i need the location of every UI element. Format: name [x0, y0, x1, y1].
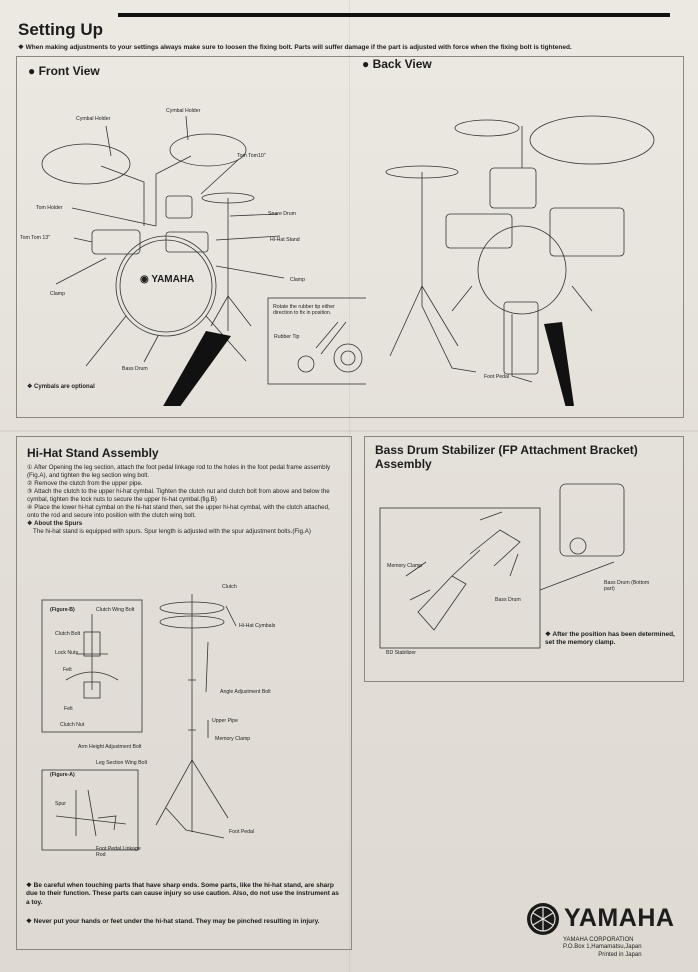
- label-foot-pedal-linkage-rod: Foot Pedal Linkage Rod: [96, 846, 141, 859]
- label-angle-adjustment-bolt: Angle Adjustment Bolt: [220, 689, 271, 695]
- back-tom-right: [549, 207, 625, 257]
- label-bass-drum-bottom: Bass Drum (Bottom part): [604, 580, 650, 593]
- spurs-heading: ❖ About the Spurs: [27, 520, 83, 527]
- label-memory-clamp-bass: Memory Clamp: [387, 563, 423, 569]
- label-bd-stabilizer: BD Stabilizer: [386, 650, 416, 656]
- cymbal-right: [169, 133, 247, 167]
- label-hihat-stand: Hi-Hat Stand: [270, 237, 300, 243]
- bass-drum-bottom: [559, 483, 625, 557]
- front-view-heading: ● Front View: [28, 64, 100, 78]
- stabilizer-inset-box: [379, 507, 541, 649]
- warning-text: When making adjustments to your settings…: [25, 44, 572, 51]
- back-cymbal-small: [454, 119, 520, 137]
- back-view-heading: ● Back View: [362, 57, 432, 71]
- drum-head-logo: ◉ YAMAHA: [140, 274, 195, 285]
- label-hihat-cymbals: Hi-Hat Cymbals: [239, 623, 276, 629]
- front-back-view-panel: [16, 56, 684, 418]
- label-snare-drum: Snare Drum: [268, 211, 296, 217]
- yamaha-wordmark: YAMAHA: [564, 904, 675, 932]
- hihat-heading: Hi-Hat Stand Assembly: [27, 446, 159, 460]
- label-clutch-bolt: Clutch Bolt: [55, 631, 81, 637]
- bass-stabilizer-panel: [364, 436, 684, 682]
- label-foot-pedal-back: Foot Pedal: [484, 374, 510, 380]
- label-bass-drum: Bass Drum: [122, 366, 148, 372]
- rubber-tip-inset: [267, 297, 366, 385]
- figure-a-title: (Figure-A): [50, 772, 75, 778]
- label-cymbal-holder-right: Cymbal Holder: [166, 108, 201, 114]
- label-felt-top: Felt: [63, 667, 72, 673]
- tom-13: [91, 229, 141, 255]
- back-bass-drum: [477, 225, 567, 315]
- label-spur: Spur: [55, 801, 66, 807]
- bass-drum-shell: [115, 235, 217, 337]
- printed-in: Printed in Japan: [598, 951, 642, 958]
- label-foot-pedal-hihat: Foot Pedal: [229, 829, 255, 835]
- label-clamp-right: Clamp: [290, 277, 305, 283]
- back-view-drawing: [385, 115, 655, 406]
- label-clamp-left: Clamp: [50, 291, 65, 297]
- page-title: Setting Up: [18, 20, 103, 39]
- adjustment-warning: ❖ When making adjustments to your settin…: [18, 44, 572, 51]
- label-bass-drum-stabilizer: Bass Drum: [495, 597, 521, 603]
- label-cymbal-holder-left: Cymbal Holder: [76, 116, 111, 122]
- label-clutch-nut: Clutch Nut: [60, 722, 85, 728]
- front-view-drawing: [41, 115, 366, 406]
- spurs-text: The hi-hat stand is equipped with spurs.…: [33, 528, 311, 535]
- label-leg-section-wing-bolt: Leg Section Wing Bolt: [96, 760, 148, 766]
- tom-10: [165, 195, 193, 219]
- rubber-tip-note: Rotate the rubber tip either direction t…: [273, 304, 335, 317]
- label-upper-pipe: Upper Pipe: [212, 718, 238, 724]
- figure-b-box: [41, 599, 143, 733]
- cymbals-optional-note: ❖ Cymbals are optional: [27, 384, 95, 390]
- hihat-stand-drawing: [41, 594, 237, 851]
- label-memory-clamp-hihat: Memory Clamp: [215, 736, 251, 742]
- title-rule: [118, 13, 670, 17]
- label-rubber-tip: Rubber Tip: [274, 334, 300, 340]
- label-arm-height: Arm Height Adjustment Bolt: [78, 744, 142, 750]
- back-tom-left: [445, 213, 513, 249]
- corporate-address: YAMAHA CORPORATION P.O.Box 1,Hamamatsu,J…: [563, 937, 642, 959]
- hihat-step-3: ③ Attach the clutch to the upper hi-hat …: [27, 488, 330, 503]
- figure-a-box: [41, 769, 139, 851]
- figure-b-title: (Figure-B): [50, 607, 75, 613]
- pointer-wedge-right: [544, 322, 574, 406]
- corp-address: P.O.Box 1,Hamamatsu,Japan: [563, 944, 642, 951]
- yamaha-tuning-fork-icon: [527, 903, 559, 935]
- fold-crease-vertical: [349, 0, 350, 972]
- memory-clamp-note: ❖ After the position has been determined…: [545, 631, 675, 647]
- pointer-wedge-left: [163, 331, 231, 406]
- snare-drum: [165, 231, 209, 253]
- label-clutch: Clutch: [222, 584, 237, 590]
- hihat-step-2: ② Remove the clutch from the upper pipe.: [27, 480, 143, 487]
- caution-sharp-parts: ❖ Be careful when touching parts that ha…: [26, 882, 339, 906]
- label-lock-nuts: Lock Nuts: [55, 650, 79, 656]
- back-foot-pedal: [503, 301, 539, 375]
- label-tom-holder: Tom Holder: [36, 205, 63, 211]
- hihat-step-1: ① After Opening the leg section, attach …: [27, 464, 331, 479]
- back-cymbal-large: [529, 115, 655, 165]
- fold-crease-horizontal: [0, 430, 698, 432]
- label-tom-tom-13: Tom Tom 13": [20, 235, 50, 241]
- bass-stabilizer-heading: Bass Drum Stabilizer (FP Attachment Brac…: [375, 443, 638, 471]
- corp-name: YAMAHA CORPORATION: [563, 937, 634, 943]
- caution-pinch: ❖ Never put your hands or feet under the…: [26, 918, 320, 925]
- hihat-step-4: ④ Place the lower hi-hat cymbal on the h…: [27, 504, 330, 519]
- hihat-steps: ① After Opening the leg section, attach …: [27, 464, 342, 536]
- label-tom-tom-10: Tom Tom10": [237, 153, 266, 159]
- label-clutch-wing-bolt: Clutch Wing Bolt: [96, 607, 135, 613]
- label-felt-bottom: Felt: [64, 706, 73, 712]
- hihat-assembly-panel: [16, 436, 352, 950]
- bass-stabilizer-drawing: [379, 483, 625, 649]
- cymbal-left: [41, 143, 131, 185]
- back-tom-small: [489, 167, 537, 209]
